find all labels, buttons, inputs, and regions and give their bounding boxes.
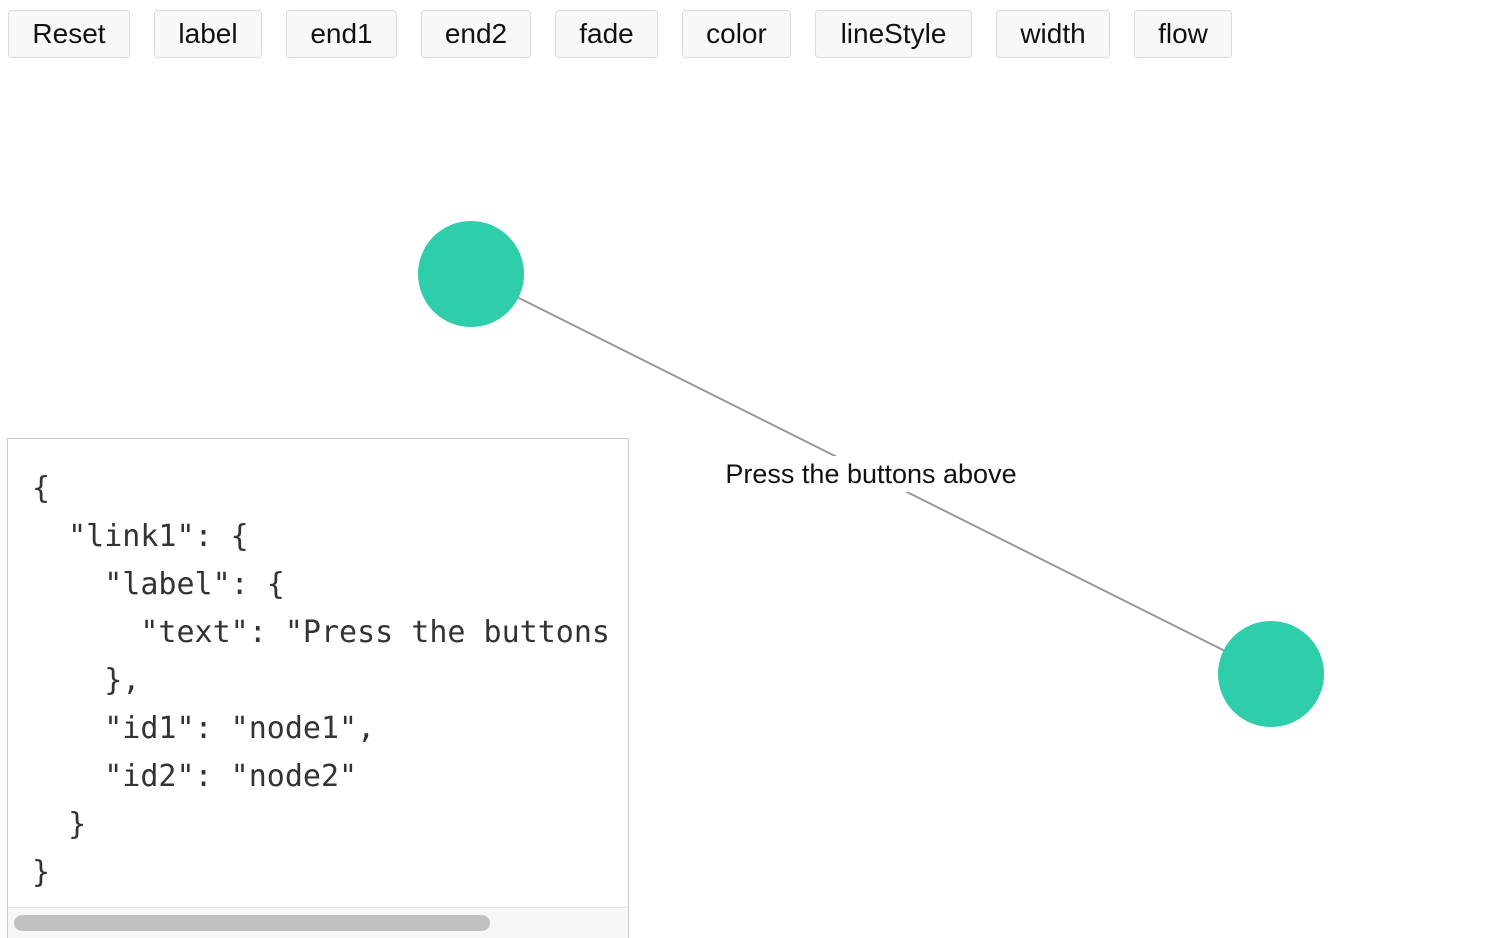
graph-node-1[interactable] [418, 221, 524, 327]
color-button[interactable]: color [682, 10, 791, 58]
json-code: { "link1": { "label": { "text": "Press t… [32, 471, 610, 890]
toolbar: Reset label end1 end2 fade color lineSty… [0, 0, 1500, 70]
link-label[interactable]: Press the buttons above [725, 459, 1016, 489]
label-button[interactable]: label [154, 10, 262, 58]
scrollbar-thumb[interactable] [14, 915, 490, 931]
link-label-background [716, 456, 1028, 492]
width-button[interactable]: width [996, 10, 1110, 58]
end1-button[interactable]: end1 [286, 10, 397, 58]
horizontal-scrollbar[interactable] [8, 907, 628, 938]
reset-button[interactable]: Reset [8, 10, 130, 58]
end2-button[interactable]: end2 [421, 10, 531, 58]
graph-node-2[interactable] [1218, 621, 1324, 727]
fade-button[interactable]: fade [555, 10, 658, 58]
flow-button[interactable]: flow [1134, 10, 1232, 58]
json-code-panel[interactable]: { "link1": { "label": { "text": "Press t… [7, 438, 629, 938]
linestyle-button[interactable]: lineStyle [815, 10, 972, 58]
